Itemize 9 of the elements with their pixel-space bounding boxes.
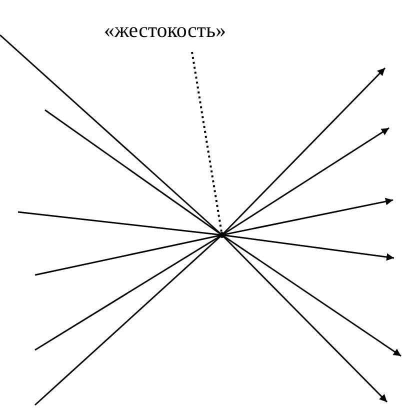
line xyxy=(34,234,222,351)
arrow xyxy=(222,127,390,236)
arrow xyxy=(222,198,394,236)
line xyxy=(44,109,222,236)
arrow xyxy=(222,234,402,357)
label-text: «жестокость» xyxy=(104,20,226,41)
line xyxy=(34,234,222,406)
intersection-point xyxy=(219,232,225,238)
arrow xyxy=(221,234,388,403)
